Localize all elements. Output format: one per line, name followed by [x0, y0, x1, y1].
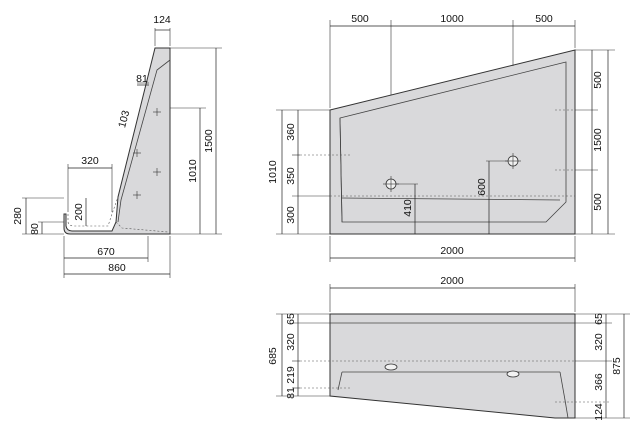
front-view: 500 1000 500 1010 360 350 300 500 1500 5… [267, 13, 615, 262]
side-basin-depth-label: 200 [73, 203, 85, 221]
front-right-mid-label: 1500 [592, 128, 604, 152]
front-right-top-label: 500 [592, 71, 604, 89]
plan-left-c-label: 219 [285, 366, 297, 384]
side-slope-label: 103 [116, 109, 132, 129]
side-lip-height-label: 280 [12, 207, 24, 225]
side-view-profile [63, 47, 171, 235]
front-view-outline [329, 49, 576, 235]
plan-drain-left [384, 363, 398, 371]
side-height-rear-label: 1010 [187, 159, 199, 183]
front-drain-left-label: 410 [402, 199, 414, 217]
plan-left-a-label: 65 [285, 313, 297, 325]
front-width-label: 2000 [440, 245, 464, 257]
side-base-height-label: 80 [29, 223, 41, 235]
plan-right-a-label: 65 [593, 313, 605, 325]
side-base-width-label: 670 [97, 246, 115, 258]
front-left-lower-label: 300 [285, 206, 297, 224]
front-height-left-label: 1010 [267, 160, 279, 184]
plan-view: 2000 685 65 320 219 81 65 320 366 124 87… [267, 275, 630, 421]
front-right-bottom-label: 500 [592, 193, 604, 211]
front-top-mid-label: 1000 [440, 13, 464, 25]
side-inner-offset-label: 81 [136, 73, 148, 85]
front-left-upper-label: 360 [285, 123, 297, 141]
plan-drain-right [506, 370, 520, 378]
plan-left-d-label: 81 [285, 387, 297, 399]
side-basin-width-label: 320 [81, 155, 99, 167]
front-top-right-label: 500 [535, 13, 553, 25]
front-left-mid-label: 350 [285, 167, 297, 185]
plan-right-total-label: 875 [611, 357, 623, 375]
front-top-left-label: 500 [351, 13, 369, 25]
side-view: 124 81 103 320 200 1500 1010 280 80 [12, 14, 222, 278]
plan-right-d-label: 124 [593, 403, 605, 421]
plan-left-total-label: 685 [267, 347, 279, 365]
plan-view-outline [329, 313, 576, 419]
front-drain-right-label: 600 [476, 178, 488, 196]
side-top-width-label: 124 [153, 14, 171, 26]
plan-right-b-label: 320 [593, 333, 605, 351]
plan-left-b-label: 320 [285, 333, 297, 351]
plan-right-c-label: 366 [593, 373, 605, 391]
plan-width-label: 2000 [440, 275, 464, 287]
side-height-total-label: 1500 [203, 129, 215, 153]
side-overall-width-label: 860 [108, 262, 126, 274]
